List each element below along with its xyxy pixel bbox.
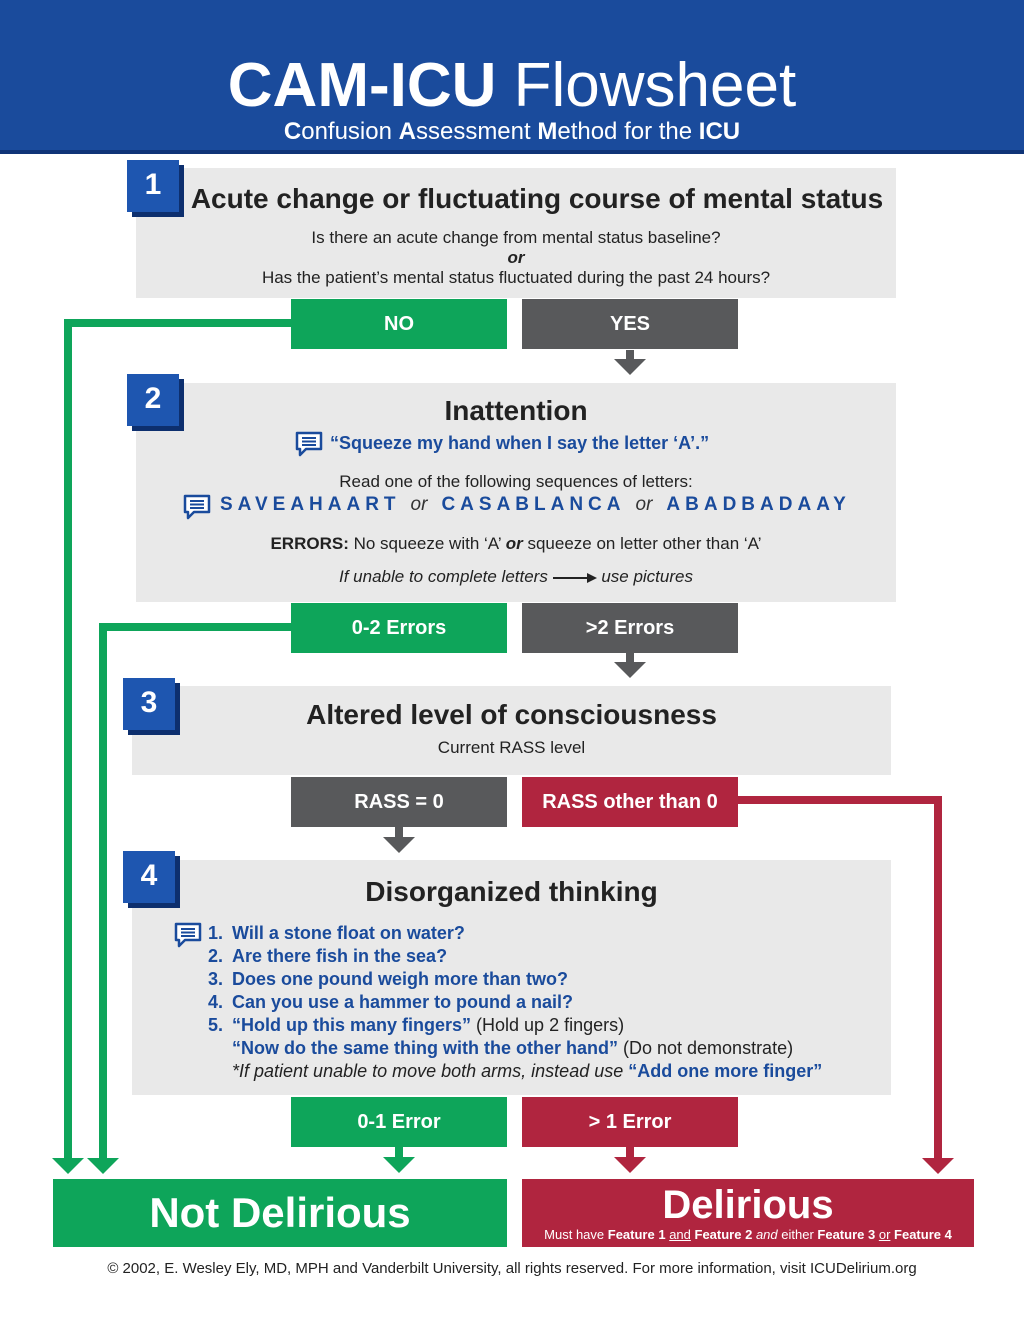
list-item: 5.“Hold up this many fingers” (Hold up 2… [208, 1015, 625, 1035]
list-item: 1.Will a stone float on water? [208, 923, 465, 943]
feature-4-panel [132, 860, 891, 1095]
list-item: “Now do the same thing with the other ha… [232, 1038, 794, 1058]
no-path-line [64, 319, 291, 1160]
no-button: NO [291, 299, 507, 349]
squeeze-prompt: “Squeeze my hand when I say the letter ‘… [330, 433, 710, 453]
header-banner [0, 0, 1024, 154]
speech-bubble-icon [183, 494, 211, 520]
feature-3-number: 3 [123, 678, 175, 730]
sequence-or: or [410, 494, 428, 515]
speech-bubble-icon [295, 431, 323, 457]
speech-bubble-icon [174, 922, 202, 948]
more-than-one-error-button: > 1 Error [522, 1097, 738, 1147]
arrow-head-icon [87, 1158, 119, 1174]
errors-definition: ERRORS: No squeeze with ‘A’ or squeeze o… [270, 534, 762, 553]
feature-1-question-1: Is there an acute change from mental sta… [311, 228, 721, 247]
rass-other-button: RASS other than 0 [522, 777, 738, 827]
sequence-or: or [635, 494, 653, 515]
letters-instruction: Read one of the following sequences of l… [339, 472, 693, 491]
zero-two-errors-button: 0-2 Errors [291, 603, 507, 653]
list-item: 4.Can you use a hammer to pound a nail? [208, 992, 574, 1012]
rass-abnormal-line [737, 796, 942, 1160]
arrow-head-icon [52, 1158, 84, 1174]
sequence-casablanca: CASABLANCA [441, 494, 626, 515]
rass-zero-button: RASS = 0 [291, 777, 507, 827]
more-than-two-errors-button: >2 Errors [522, 603, 738, 653]
feature-1-or: or [507, 248, 525, 267]
zero-one-error-button: 0-1 Error [291, 1097, 507, 1147]
delirious-result: Delirious Must have Feature 1 and Featur… [522, 1179, 974, 1247]
feature-2-panel [136, 383, 896, 602]
feature-1-question-2: Has the patient’s mental status fluctuat… [261, 268, 771, 287]
feature-4-title: Disorganized thinking [365, 876, 658, 907]
arrow-head-icon [614, 662, 646, 678]
feature-2-number: 2 [127, 374, 179, 426]
delirious-label: Delirious [662, 1183, 834, 1227]
feature-3-title: Altered level of consciousness [306, 699, 717, 730]
not-delirious-label: Not Delirious [149, 1189, 411, 1236]
list-item: 2.Are there fish in the sea? [208, 946, 448, 966]
not-delirious-result: Not Delirious [53, 1179, 507, 1247]
rass-level-label: Current RASS level [437, 738, 586, 757]
arrow-head-icon [383, 1157, 415, 1173]
sequence-saveahaart: SAVEAHAART [220, 494, 401, 515]
copyright-footer: © 2002, E. Wesley Ely, MD, MPH and Vande… [107, 1260, 917, 1277]
feature-1-number: 1 [127, 160, 179, 212]
arrow-head-icon [383, 837, 415, 853]
list-item: 3.Does one pound weigh more than two? [208, 969, 568, 989]
list-item: *If patient unable to move both arms, in… [232, 1061, 823, 1081]
page-subtitle: Confusion Assessment Method for the ICU [283, 118, 741, 145]
question-list: 1.Will a stone float on water? 2.Are the… [208, 922, 822, 1083]
yes-button: YES [522, 299, 738, 349]
feature-2-title: Inattention [444, 395, 588, 426]
feature-1-title: Acute change or fluctuating course of me… [190, 183, 884, 214]
page-title: CAM-ICU Flowsheet [227, 51, 797, 120]
sequence-abadbadaay: ABADBADAAY [666, 494, 851, 515]
pictures-note: If unable to complete letters use pictur… [339, 567, 693, 586]
inattention-pass-line [99, 623, 291, 1160]
letter-sequences: SAVEAHAART or CASABLANCA or ABADBADAAY [220, 494, 851, 516]
right-arrow-icon [552, 572, 597, 583]
delirious-criteria: Must have Feature 1 and Feature 2 and ei… [544, 1227, 952, 1242]
arrow-head-icon [922, 1158, 954, 1174]
arrow-head-icon [614, 359, 646, 375]
feature-1-panel [136, 168, 896, 298]
arrow-head-icon [614, 1157, 646, 1173]
feature-3-panel [132, 686, 891, 775]
feature-4-number: 4 [123, 851, 175, 903]
